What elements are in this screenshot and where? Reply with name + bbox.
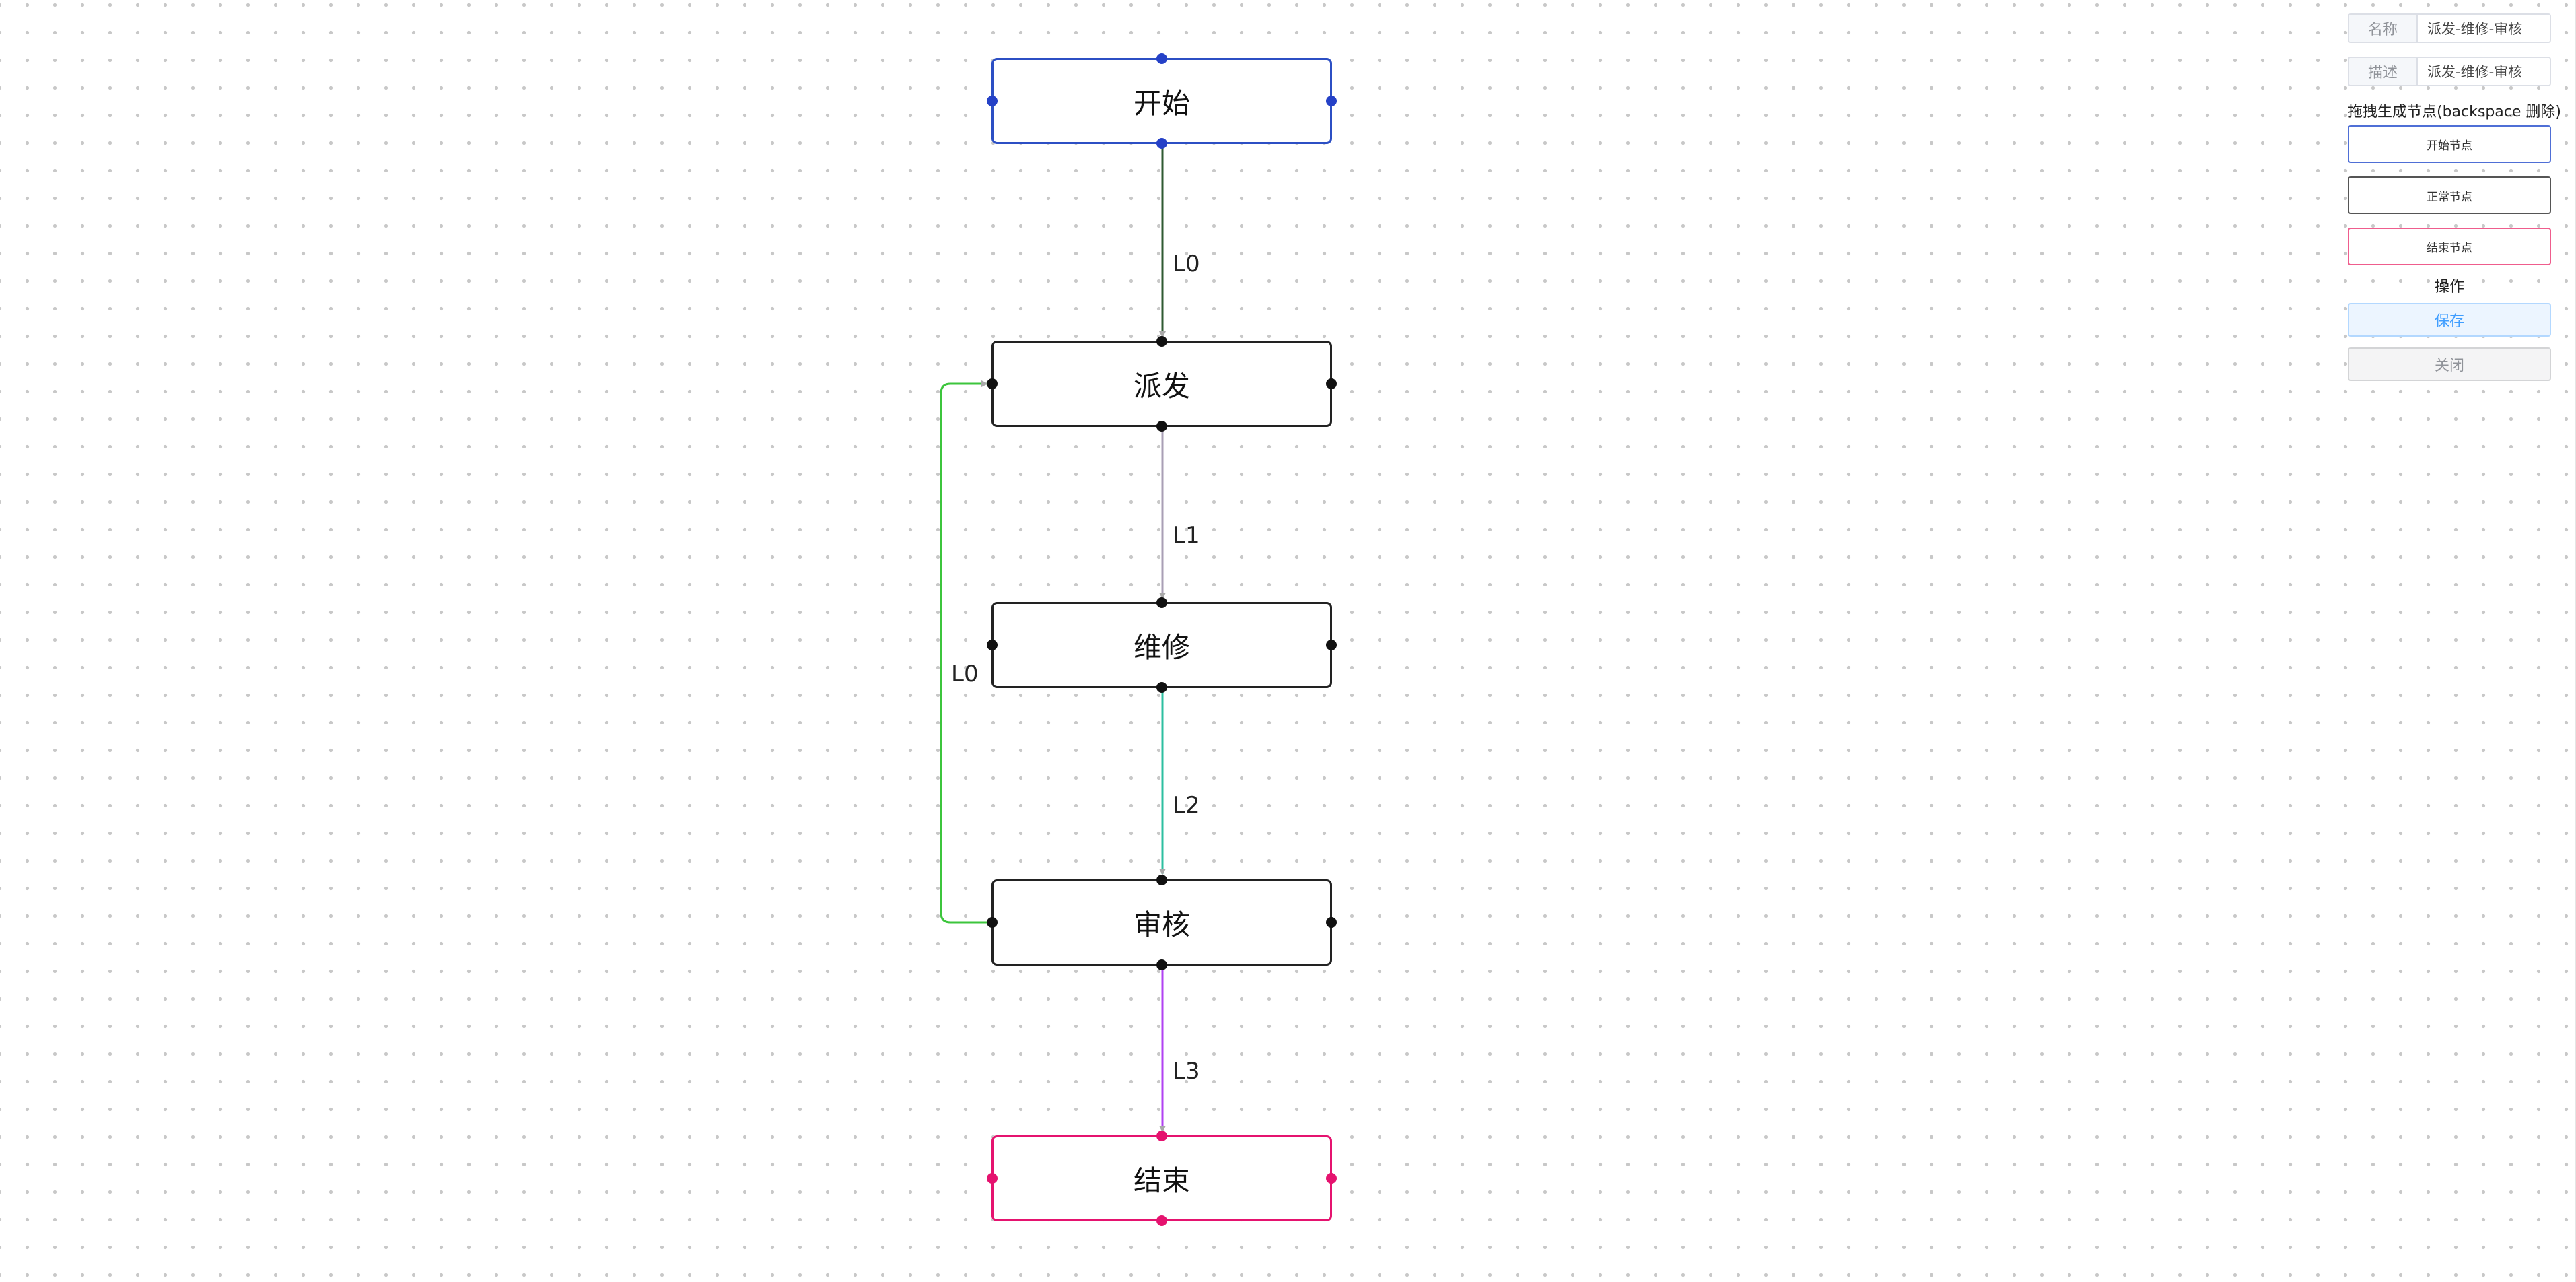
palette-normal-node[interactable]: 正常节点 (2348, 176, 2551, 214)
name-field: 名称 (2348, 13, 2551, 43)
name-field-label: 名称 (2349, 15, 2418, 42)
description-field: 描述 (2348, 57, 2551, 86)
page-divider (2575, 0, 2576, 1282)
palette-start-node[interactable]: 开始节点 (2348, 125, 2551, 163)
node-port-left[interactable] (987, 1173, 998, 1184)
node-port-bottom[interactable] (1156, 1215, 1167, 1226)
node-port-right[interactable] (1326, 1173, 1337, 1184)
node-dispatch[interactable]: 派发 (987, 336, 1337, 432)
operations-heading: 操作 (2434, 279, 2464, 296)
edge-label-l0-start-dispatch[interactable]: L0 (1173, 250, 1200, 277)
edge-label-l1[interactable]: L1 (1173, 522, 1200, 549)
node-repair[interactable]: 维修 (987, 597, 1337, 693)
drag-nodes-heading: 拖拽生成节点(backspace 删除) (2348, 104, 2561, 121)
node-port-left[interactable] (987, 378, 998, 389)
node-port-left[interactable] (987, 917, 998, 928)
node-review[interactable]: 审核 (987, 875, 1337, 970)
node-end[interactable]: 结束 (987, 1131, 1337, 1226)
edge-line-review-dispatch-loop[interactable] (940, 380, 992, 924)
node-label: 开始 (1133, 86, 1190, 120)
node-port-top[interactable] (1156, 1131, 1167, 1141)
node-port-top[interactable] (1156, 875, 1167, 885)
node-port-right[interactable] (1326, 640, 1337, 650)
node-label: 派发 (1133, 369, 1190, 403)
node-label: 结束 (1133, 1163, 1190, 1197)
node-port-left[interactable] (987, 640, 998, 650)
edge-label-l3[interactable]: L3 (1173, 1058, 1200, 1085)
node-port-bottom[interactable] (1156, 138, 1167, 149)
node-port-right[interactable] (1326, 378, 1337, 389)
palette-end-node[interactable]: 结束节点 (2348, 228, 2551, 265)
description-input[interactable] (2418, 58, 2550, 85)
node-port-right[interactable] (1326, 917, 1337, 928)
save-button[interactable]: 保存 (2348, 303, 2551, 337)
close-button[interactable]: 关闭 (2348, 347, 2551, 381)
node-port-bottom[interactable] (1156, 682, 1167, 693)
edge-label-l0-loop[interactable]: L0 (951, 661, 979, 687)
node-label: 维修 (1133, 630, 1190, 664)
edge-label-l2[interactable]: L2 (1173, 792, 1200, 819)
node-port-top[interactable] (1156, 53, 1167, 64)
node-label: 审核 (1133, 908, 1190, 941)
node-port-right[interactable] (1326, 96, 1337, 106)
node-port-top[interactable] (1156, 597, 1167, 608)
node-port-bottom[interactable] (1156, 421, 1167, 432)
node-port-bottom[interactable] (1156, 959, 1167, 970)
properties-panel: 名称 描述 拖拽生成节点(backspace 删除) 开始节点 正常节点 结束节… (2348, 13, 2561, 392)
node-start[interactable]: 开始 (987, 53, 1337, 149)
node-port-top[interactable] (1156, 336, 1167, 347)
name-input[interactable] (2418, 15, 2550, 42)
node-port-left[interactable] (987, 96, 998, 106)
description-field-label: 描述 (2349, 58, 2418, 85)
